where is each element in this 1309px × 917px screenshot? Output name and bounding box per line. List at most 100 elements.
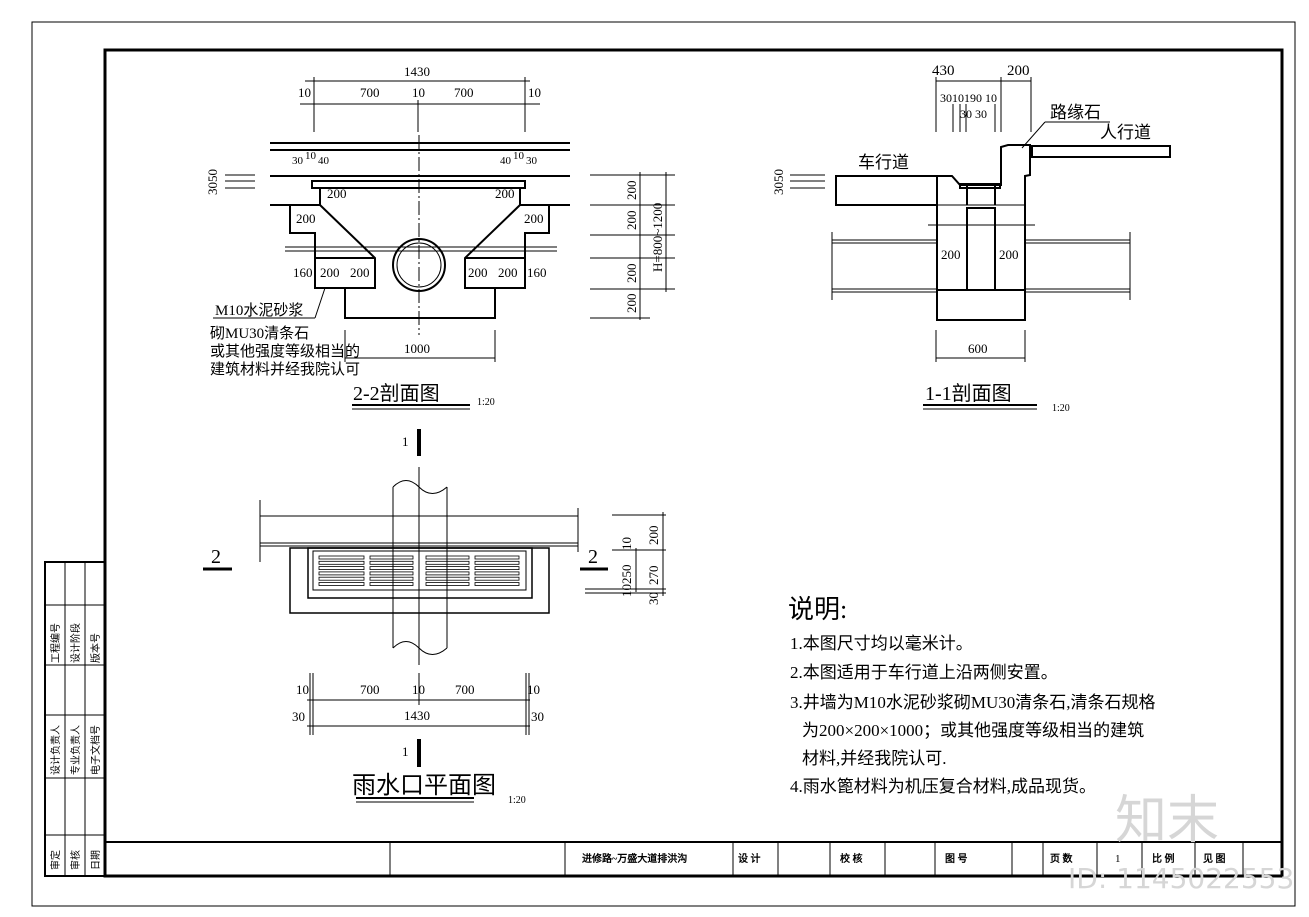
dim-text: 200 xyxy=(624,211,639,231)
dim-text: 200 xyxy=(624,264,639,284)
grate-bar xyxy=(318,566,365,570)
grate-bar xyxy=(318,555,365,560)
dim-text: 270 xyxy=(646,566,661,586)
label-e-doc-no: 电子文档号 xyxy=(89,725,102,775)
dim-text: 700 xyxy=(360,682,380,697)
note-item: 2.本图适用于车行道上沿两侧安置。 xyxy=(790,663,1058,682)
curb-stone-label: 路缘石 xyxy=(1050,103,1101,122)
label-review: 审核 xyxy=(69,850,82,870)
material-note: 建筑材料并经我院认可 xyxy=(210,360,360,378)
dim-text: 30 xyxy=(292,155,304,167)
section-2-2-title: 2-2剖面图 xyxy=(353,382,440,405)
dim-text: 40 xyxy=(318,155,330,167)
dim-text: 30 xyxy=(646,592,661,605)
dim-text: 700 xyxy=(454,85,474,100)
dim-text: 200 xyxy=(495,186,515,201)
material-note: 砌MU30清条石 xyxy=(210,325,309,342)
note-item: 1.本图尺寸均以毫米计。 xyxy=(790,634,973,653)
dim-text: 200 xyxy=(320,265,340,280)
inlet-plan: 1 1 2 2 10 700 10 700 xyxy=(203,429,666,806)
drawing-no-label: 图 号 xyxy=(945,853,968,865)
dim-text: 10 xyxy=(527,682,540,697)
section-2-2: 1430 10 700 10 700 10 30 10 40 40 10 30 … xyxy=(205,64,675,410)
grate-bar xyxy=(369,571,414,576)
note-item: 4.雨水篦材料为机压复合材料,成品现货。 xyxy=(790,777,1096,796)
dim-text: 430 xyxy=(932,63,955,79)
grate-bar xyxy=(474,582,520,586)
label-discipline-lead: 专业负责人 xyxy=(69,725,82,775)
section-mark-2-right: 2 xyxy=(588,546,598,568)
dim-text: 200 xyxy=(524,211,544,226)
pages-label: 页 数 xyxy=(1050,852,1074,865)
note-item: 3.井墙为M10水泥砂浆砌MU30清条石,清条石规格 xyxy=(790,693,1156,712)
grate-bars xyxy=(318,555,520,586)
dim-text: 10250 xyxy=(619,565,634,598)
grate-bar xyxy=(474,555,520,560)
dim-text: 700 xyxy=(360,85,380,100)
plan-title: 雨水口平面图 xyxy=(352,772,496,799)
dim-bottom-1000: 1000 xyxy=(404,341,430,356)
grate-bar xyxy=(425,582,470,586)
dim-height-range: H=800~1200 xyxy=(650,203,665,272)
inner-frame xyxy=(103,48,1284,878)
dim-text: 700 xyxy=(455,682,475,697)
section-1-1: 430 200 3010190 10 30 30 路缘石 人行道 车行道 305… xyxy=(771,63,1171,414)
grate-bar xyxy=(318,571,365,576)
dim-text: 160 xyxy=(527,265,547,280)
dim-text: 10 xyxy=(296,682,309,697)
grate-bar xyxy=(474,566,520,570)
grate-bar xyxy=(318,560,365,565)
dim-text: 10 xyxy=(298,85,311,100)
outer-frame xyxy=(31,21,1296,907)
dim-text: 200 xyxy=(624,294,639,314)
grate-bar xyxy=(369,555,414,560)
grate-bar xyxy=(369,566,414,570)
dim-text: 10 xyxy=(305,150,317,162)
scale-label: 1:20 xyxy=(477,397,495,408)
section-mark-1-bottom: 1 xyxy=(402,744,409,759)
dim-text: 200 xyxy=(327,186,347,201)
grate-bar xyxy=(369,576,414,581)
dim-text: 10 xyxy=(528,85,541,100)
dim-text: 200 xyxy=(468,265,488,280)
watermark-logo: 知末 xyxy=(1115,791,1219,851)
grate-bar xyxy=(369,582,414,586)
material-note: 或其他强度等级相当的 xyxy=(210,342,360,360)
dim-text: 30 xyxy=(531,709,544,724)
grate-bar xyxy=(369,560,414,565)
section-mark-2-left: 2 xyxy=(211,546,221,568)
label-date: 日期 xyxy=(90,850,102,870)
dim-text: 200 xyxy=(624,181,639,201)
grate-bar xyxy=(474,571,520,576)
grate-bar xyxy=(425,571,470,576)
material-note: M10水泥砂浆 xyxy=(215,301,303,319)
dim-text: 40 xyxy=(500,155,512,167)
dim-bottom-600: 600 xyxy=(968,341,988,356)
dim-text: 200 xyxy=(350,265,370,280)
label-design-lead: 设计负责人 xyxy=(49,725,62,775)
label-version: 版本号 xyxy=(89,633,102,663)
dim-text: 10 xyxy=(619,537,634,550)
scale-value: 见 图 xyxy=(1203,853,1226,865)
grate-bar xyxy=(425,560,470,565)
notes-heading: 说明: xyxy=(788,595,847,624)
dim-total-1430: 1430 xyxy=(404,64,430,79)
sidewalk-label: 人行道 xyxy=(1100,123,1151,142)
dim-text: 200 xyxy=(296,211,316,226)
design-notes: 说明: 1.本图尺寸均以毫米计。 2.本图适用于车行道上沿两侧安置。 3.井墙为… xyxy=(788,595,1156,796)
label-project-no: 工程编号 xyxy=(49,623,62,663)
check-label: 校 核 xyxy=(840,852,863,865)
label-design-stage: 设计阶段 xyxy=(69,623,82,663)
grate-bar xyxy=(425,555,470,560)
dim-total-1430: 1430 xyxy=(404,708,430,723)
left-title-strip: 工程编号 设计阶段 版本号 设计负责人 专业负责人 电子文档号 审定 审核 日期 xyxy=(44,561,106,877)
grate-bar xyxy=(318,582,365,586)
grate-bar xyxy=(474,576,520,581)
project-name: 进修路~万盛大道排洪沟 xyxy=(582,852,687,865)
title-block: 进修路~万盛大道排洪沟 设 计 校 核 图 号 页 数 1 比 例 见 图 xyxy=(105,841,1282,876)
dim-text: 3050 xyxy=(771,169,786,195)
dim-text: 200 xyxy=(646,526,661,546)
note-item: 为200×200×1000；或其他强度等级相当的建筑 xyxy=(802,721,1144,740)
dim-text: 10 xyxy=(412,682,425,697)
